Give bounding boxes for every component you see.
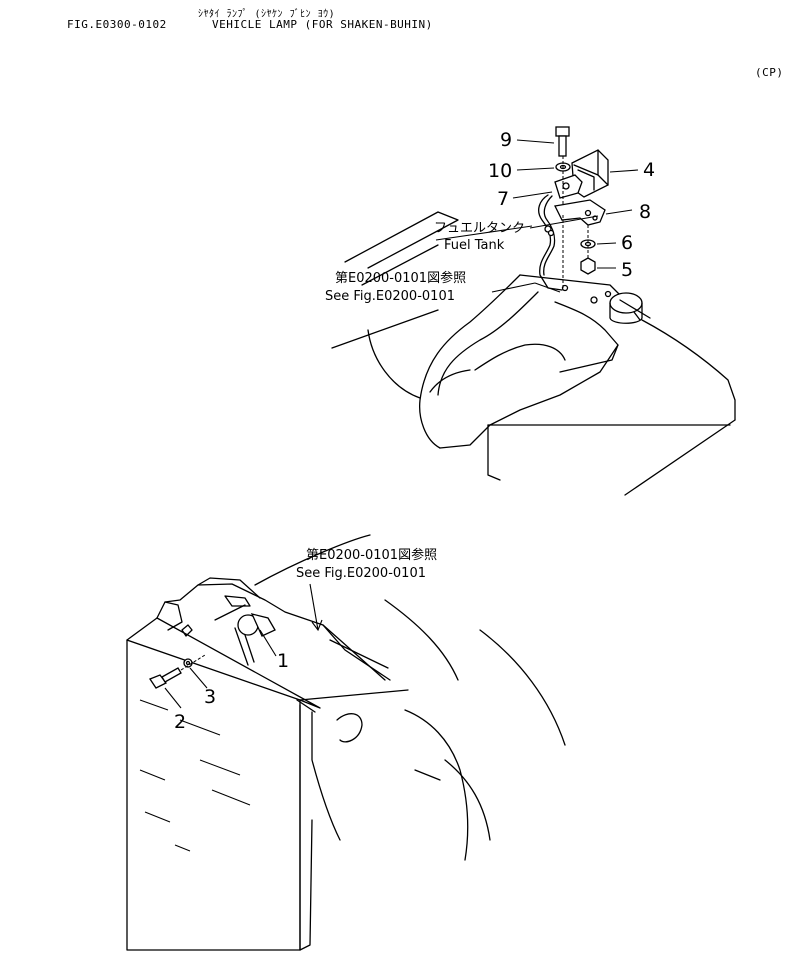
fuel-tank-label-jp: フュエルタンク: [434, 221, 525, 236]
figure-number: FIG.E0300-0102: [67, 18, 167, 31]
callout-10: 10: [488, 160, 512, 182]
reference-top-jp: 第E0200-0101図参照: [335, 270, 466, 286]
callout-7: 7: [497, 188, 509, 210]
callout-1: 1: [277, 650, 289, 672]
leader-lines-bottom: [164, 583, 323, 709]
kana-title: ｼﾔﾀｲ ﾗﾝﾌﾟ (ｼﾔｹﾝ ﾌﾞﾋﾝ ﾖｳ): [198, 9, 336, 20]
callout-8: 8: [639, 201, 651, 223]
lamp-assembly: [538, 126, 609, 291]
callout-6: 6: [621, 232, 633, 254]
fuel-tank-drawing: [331, 211, 736, 496]
figure-title: VEHICLE LAMP (FOR SHAKEN-BUHIN): [212, 18, 433, 31]
reference-bottom-en: See Fig.E0200-0101: [296, 566, 426, 581]
machine-body-drawing: [126, 534, 566, 951]
callout-4: 4: [643, 159, 655, 181]
reference-bottom-jp: 第E0200-0101図参照: [306, 547, 437, 563]
reference-top-en: See Fig.E0200-0101: [325, 289, 455, 304]
leader-lines-top: [435, 139, 639, 293]
callout-9: 9: [500, 129, 512, 151]
callout-5: 5: [621, 259, 633, 281]
callout-3: 3: [204, 686, 216, 708]
callout-2: 2: [174, 711, 186, 733]
model-code: (CP): [755, 66, 784, 79]
fuel-tank-label-en: Fuel Tank: [444, 238, 505, 253]
